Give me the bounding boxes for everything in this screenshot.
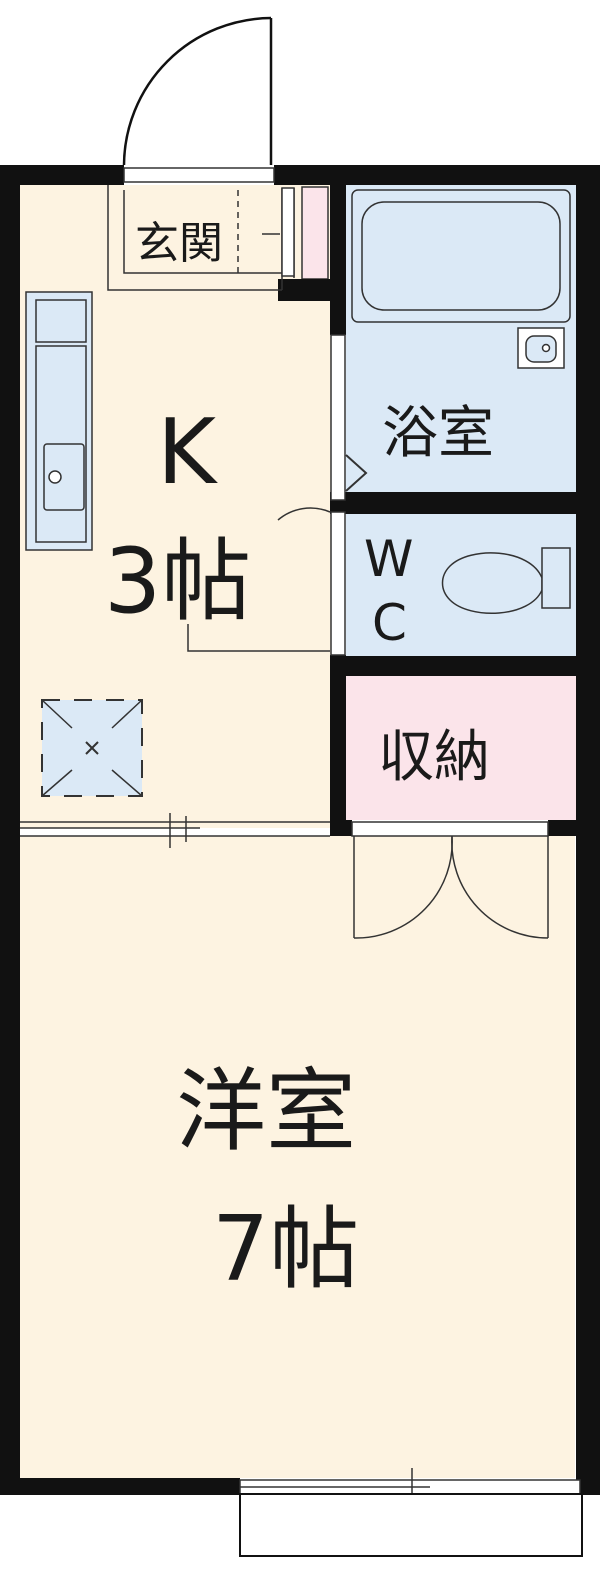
toilet-label-c: C <box>372 594 407 652</box>
entrance-area <box>107 185 295 291</box>
toilet-icon <box>441 547 571 615</box>
shoe-cabinet <box>301 186 329 280</box>
kitchen-partition <box>20 813 330 848</box>
kitchen-label-k: K <box>157 400 218 505</box>
balcony <box>239 1493 583 1557</box>
sink-icon <box>43 443 85 511</box>
exterior-walls <box>0 165 600 1495</box>
interior-walls <box>278 185 576 836</box>
bathtub-icon <box>351 189 571 323</box>
entrance-label: 玄関 <box>135 218 223 269</box>
kitchen-inner-door <box>187 507 331 652</box>
kitchen-label-size: 3帖 <box>104 529 251 634</box>
western-room-floor <box>20 836 575 1478</box>
closet-door-frame <box>351 821 549 837</box>
kitchen-counter <box>25 291 93 551</box>
faucet-icon <box>517 327 565 369</box>
storage-label: 収納 <box>378 725 490 790</box>
bath-door-frame <box>330 334 346 656</box>
western-room-size: 7帖 <box>212 1197 359 1302</box>
entrance-door <box>122 16 273 166</box>
balcony-window <box>239 1468 581 1502</box>
western-room-label: 洋室 <box>176 1059 356 1164</box>
vent-fan-icon <box>41 699 143 797</box>
toilet-label-w: W <box>364 530 413 588</box>
entrance-sill <box>123 167 275 183</box>
storage-floor <box>346 676 576 820</box>
bath-door-marker <box>345 454 368 492</box>
closet-double-door <box>353 835 549 939</box>
bathroom-label: 浴室 <box>382 401 494 466</box>
